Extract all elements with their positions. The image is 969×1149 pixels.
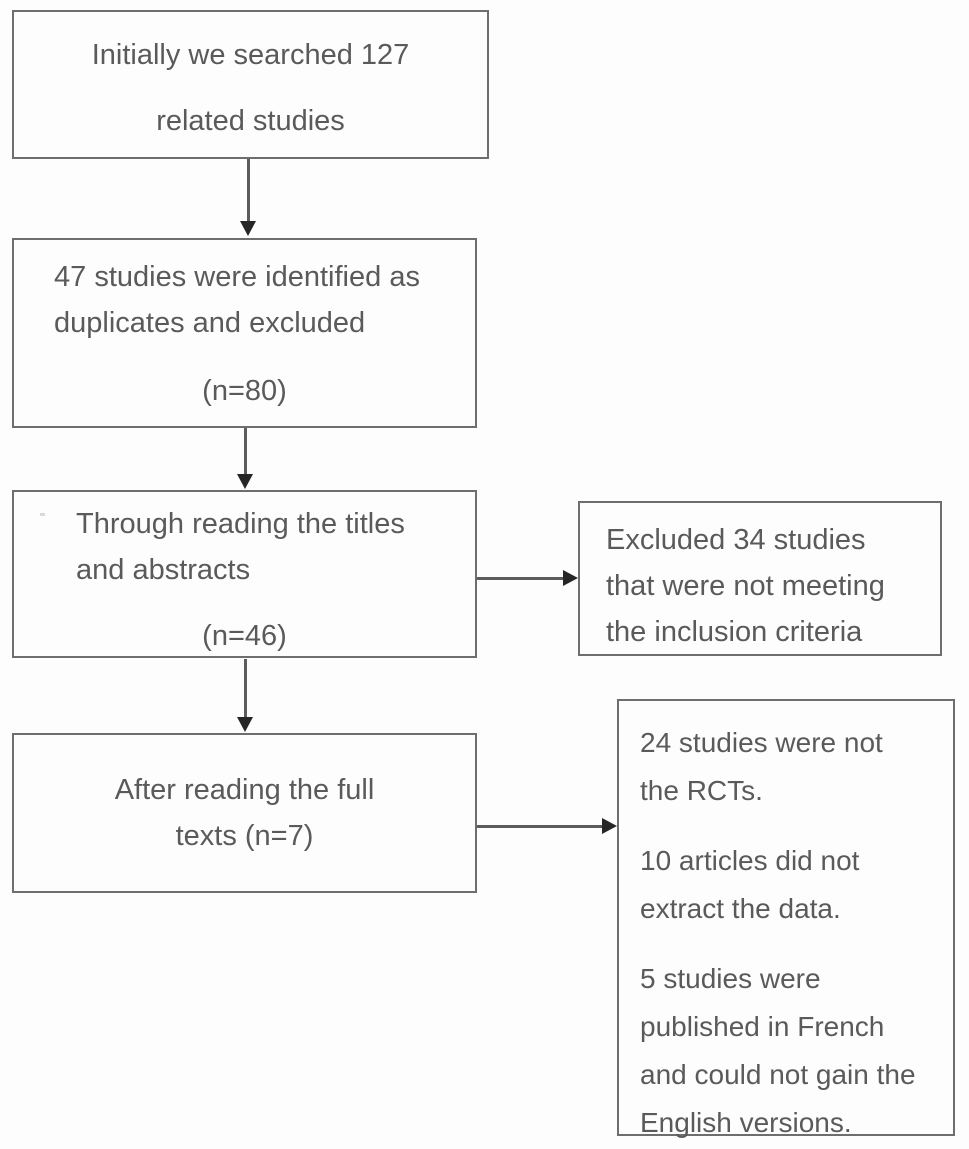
box-duplicates-count: (n=80): [202, 375, 287, 407]
box-excluded-34-line-1: Excluded 34 studies: [606, 524, 866, 556]
exclusion-reason-1-line-1: 24 studies were not: [640, 727, 883, 758]
arrow-head-down-icon: [237, 474, 253, 489]
box-full-texts-line-2: texts (n=7): [175, 820, 314, 852]
box-titles-abstracts-line-2: and abstracts: [76, 554, 251, 586]
exclusion-reason-2-line-1: 10 articles did not: [640, 845, 860, 876]
box-excluded-34-line-3: the inclusion criteria: [606, 616, 863, 648]
arrow-shaft: [244, 428, 247, 475]
exclusion-reason-1: 24 studies were not the RCTs.: [640, 719, 953, 815]
box-titles-abstracts-count: (n=46): [202, 620, 287, 652]
exclusion-reason-2: 10 articles did not extract the data.: [640, 837, 953, 933]
box-initial-search-line-2: related studies: [156, 105, 345, 137]
exclusion-reason-3-line-1: 5 studies were: [640, 963, 821, 994]
arrow-shaft: [247, 159, 250, 223]
box-exclusion-reasons: 24 studies were not the RCTs. 10 article…: [617, 699, 955, 1138]
exclusion-reason-3: 5 studies were published in French and c…: [640, 955, 953, 1147]
arrow-head-right-icon: [602, 818, 617, 834]
box-initial-search-line-1: Initially we searched 127: [91, 39, 410, 71]
exclusion-reason-3-line-4: English versions.: [640, 1107, 852, 1138]
exclusion-reason-3-line-3: and could not gain the: [640, 1059, 916, 1090]
box-titles-abstracts: Through reading the titles and abstracts…: [12, 490, 477, 658]
arrow-shaft: [477, 577, 565, 580]
arrow-head-right-icon: [563, 570, 578, 586]
exclusion-reason-1-line-2: the RCTs.: [640, 775, 763, 806]
exclusion-reason-2-line-2: extract the data.: [640, 893, 841, 924]
box-duplicates-line-2: duplicates and excluded: [54, 307, 366, 339]
box-full-texts: After reading the full texts (n=7): [12, 733, 477, 893]
exclusion-reason-3-line-2: published in French: [640, 1011, 885, 1042]
box-full-texts-line-1: After reading the full: [114, 774, 375, 806]
box-excluded-34-line-2: that were not meeting: [606, 570, 885, 602]
arrow-shaft: [244, 659, 247, 718]
box-titles-abstracts-line-1: Through reading the titles: [76, 508, 405, 540]
stray-speck: [40, 513, 45, 516]
arrow-head-down-icon: [240, 221, 256, 236]
spacer: [14, 78, 487, 98]
box-initial-search: Initially we searched 127 related studie…: [12, 10, 489, 159]
arrow-head-down-icon: [237, 717, 253, 732]
arrow-shaft: [477, 825, 604, 828]
box-excluded-34-studies: Excluded 34 studies that were not meetin…: [578, 501, 942, 656]
box-duplicates-excluded: 47 studies were identified as duplicates…: [12, 238, 477, 428]
box-duplicates-line-1: 47 studies were identified as: [54, 261, 420, 293]
